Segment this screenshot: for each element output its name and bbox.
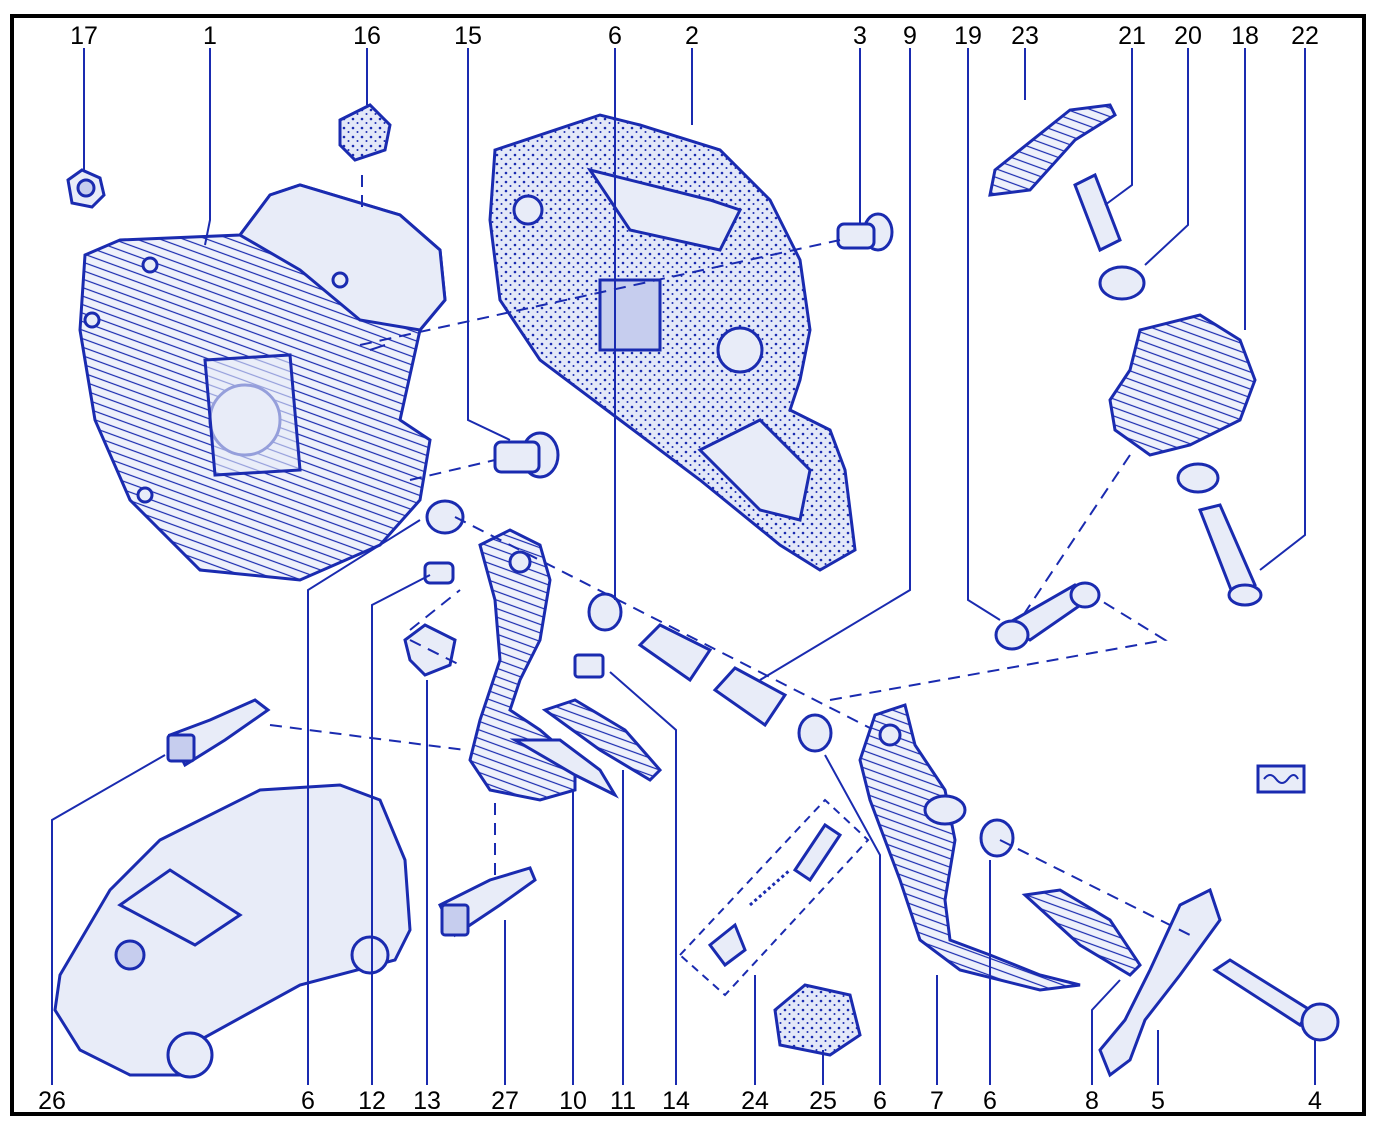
callout-20: 20 <box>1174 22 1202 50</box>
block-25 <box>773 983 862 1057</box>
callout-18: 18 <box>1231 22 1259 50</box>
callout-6-bottom-right: 6 <box>983 1087 997 1115</box>
spacer-tube-1 <box>637 623 713 683</box>
switch-housing-18 <box>1108 313 1257 457</box>
clutch-pedal-pad-8 <box>1021 888 1142 977</box>
spacer-tube-9 <box>712 666 788 728</box>
callout-23: 23 <box>1011 22 1039 50</box>
washer-lower <box>1176 462 1220 494</box>
callout-6-bottom-left: 6 <box>301 1087 315 1115</box>
callout-13: 13 <box>413 1087 441 1115</box>
callout-2: 2 <box>685 22 699 50</box>
callout-5: 5 <box>1151 1087 1165 1115</box>
vehicle-illustration <box>53 783 412 1079</box>
clip-14 <box>573 653 605 679</box>
callout-6-top: 6 <box>608 22 622 50</box>
callout-14: 14 <box>662 1087 690 1115</box>
pin-12 <box>423 561 455 585</box>
callout-9: 9 <box>903 22 917 50</box>
assembly-line-clutch <box>999 839 1191 936</box>
assembly-line-19 <box>829 599 1168 701</box>
clutch-pedal-arm-7 <box>858 703 1081 992</box>
callout-19: 19 <box>954 22 982 50</box>
nut-17 <box>66 168 106 209</box>
spring-kit-24 <box>678 798 870 997</box>
bracket-5 <box>1098 887 1222 1078</box>
assembly-line-link <box>1019 454 1131 621</box>
assembly-line-15 <box>409 459 496 481</box>
callout-7: 7 <box>930 1087 944 1115</box>
assembly-line-13 <box>409 589 461 666</box>
callout-25: 25 <box>809 1087 837 1115</box>
bracket-23 <box>988 103 1117 197</box>
assembly-line-3 <box>359 239 841 346</box>
callout-6-bottom-center: 6 <box>873 1087 887 1115</box>
legend-icon <box>1256 764 1306 794</box>
assembly-line-26 <box>269 724 466 751</box>
bolt-4 <box>1212 958 1340 1042</box>
bushing-6-left <box>425 499 465 535</box>
callout-26: 26 <box>38 1087 66 1115</box>
callout-12: 12 <box>358 1087 386 1115</box>
washer-20 <box>1098 265 1146 301</box>
callout-27: 27 <box>491 1087 519 1115</box>
callout-1: 1 <box>203 22 217 50</box>
brake-pedal-lever <box>509 738 619 799</box>
callout-4: 4 <box>1308 1087 1322 1115</box>
callout-3: 3 <box>853 22 867 50</box>
callout-10: 10 <box>559 1087 587 1115</box>
bushing-15 <box>493 431 560 479</box>
callout-15: 15 <box>454 22 482 50</box>
switch-26 <box>166 698 271 768</box>
switch-27 <box>437 866 537 938</box>
callout-11: 11 <box>610 1087 636 1115</box>
callout-17: 17 <box>70 22 98 50</box>
plug-3 <box>836 212 894 252</box>
pedal-box-housing <box>78 183 447 582</box>
callout-8: 8 <box>1085 1087 1099 1115</box>
bolt-22 <box>1197 503 1263 607</box>
insulation-panel <box>488 113 857 572</box>
callout-24: 24 <box>741 1087 769 1115</box>
link-rod-19 <box>994 581 1101 651</box>
bushing-6-far-right <box>979 818 1015 858</box>
brake-pedal-pad-11 <box>541 698 663 782</box>
bushing-6-right <box>797 713 833 753</box>
callout-21: 21 <box>1118 22 1146 50</box>
assembly-line-pivot <box>454 516 871 729</box>
clip-16 <box>338 103 392 162</box>
callout-16: 16 <box>353 22 381 50</box>
sleeve-21 <box>1073 172 1122 253</box>
leader-lines <box>51 48 1316 1085</box>
callout-22: 22 <box>1291 22 1319 50</box>
